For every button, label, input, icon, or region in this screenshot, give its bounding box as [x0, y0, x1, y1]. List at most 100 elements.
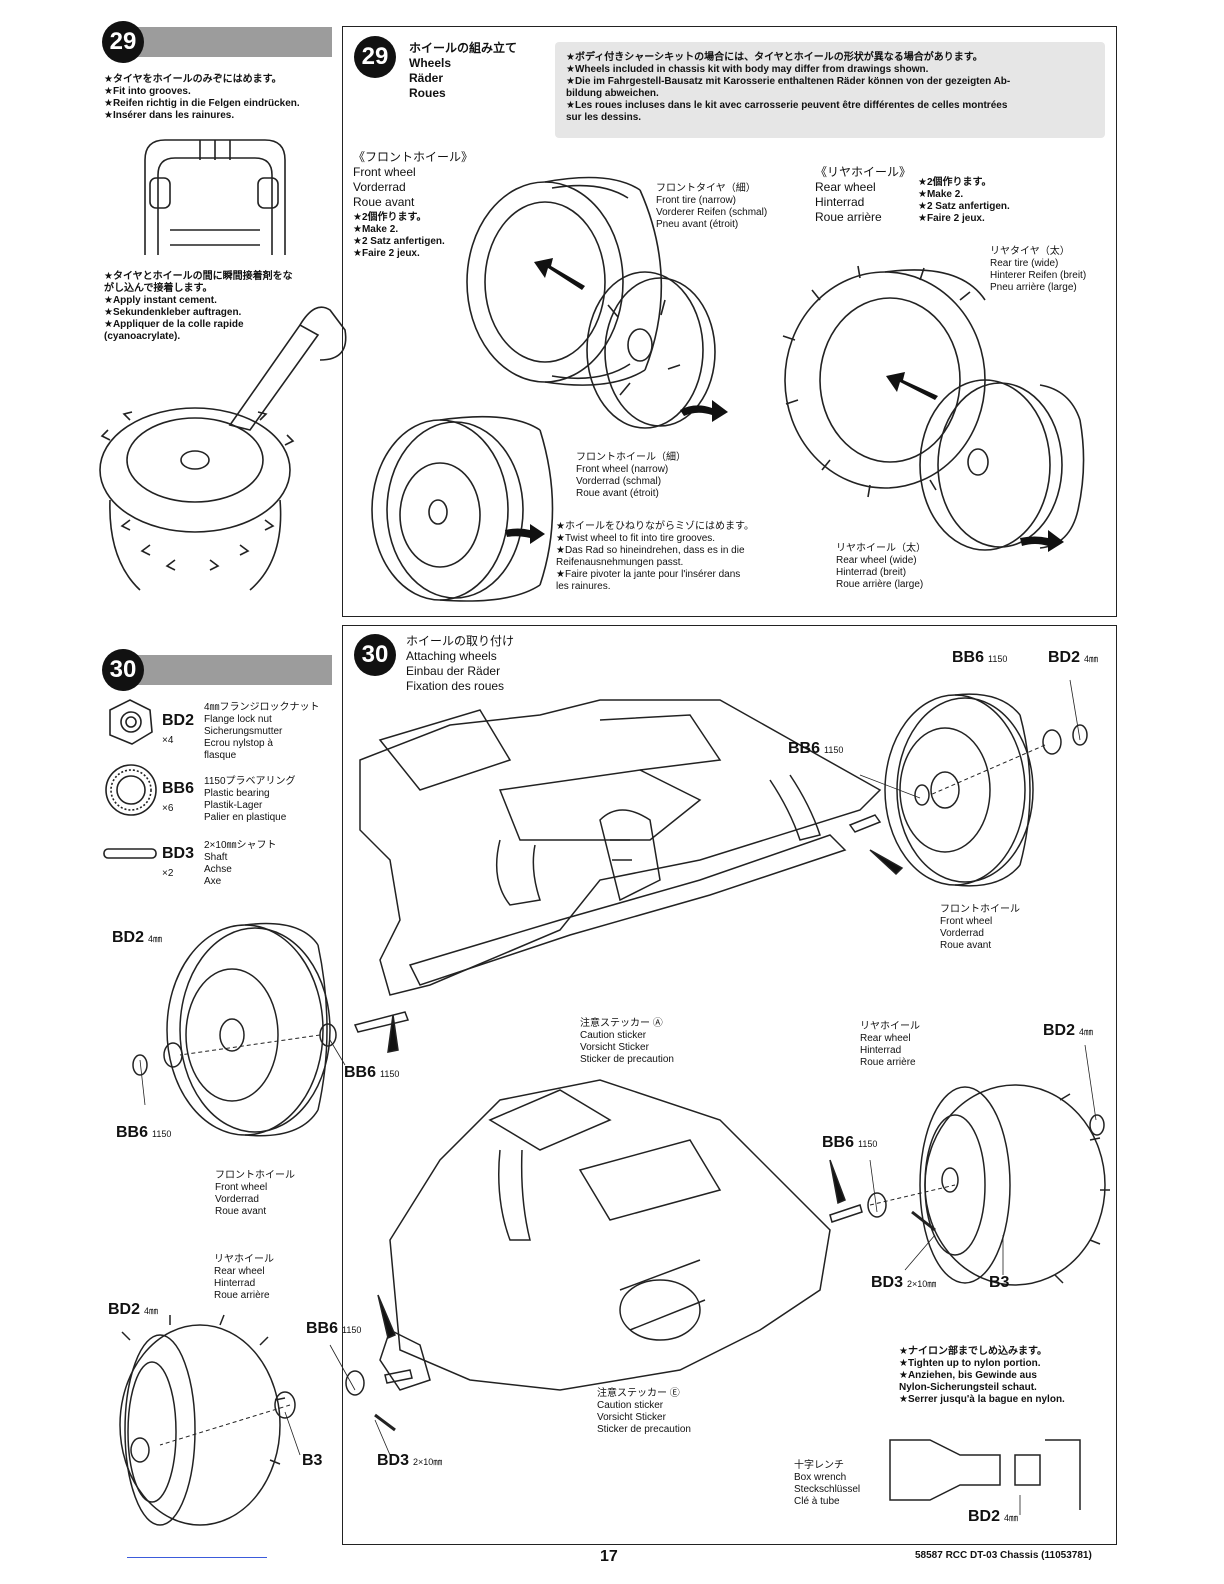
rear-tire-label: リヤタイヤ（太） Rear tire (wide) Hinterer Reife… — [990, 246, 1087, 293]
box-wrench-drawing — [889, 1439, 1081, 1510]
rear-wheel-heading: 《リヤホイール》 Rear wheel Hinterrad Roue arriè… — [815, 165, 912, 224]
part-bd2-code: BD2 ×4 — [162, 712, 194, 748]
part-qty: ×4 — [162, 735, 174, 746]
front-tire-label: フロントタイヤ（細） Front tire (narrow) Vorderer … — [656, 183, 768, 230]
front-left-wheel-drawing — [166, 922, 331, 1137]
rear-wheel-right-label: リヤホイール Rear wheel Hinterrad Roue arrière — [860, 1021, 920, 1068]
size: 1150 — [824, 745, 844, 755]
size: 4㎜ — [1079, 1027, 1094, 1037]
arrow-icon — [886, 372, 938, 400]
step-29-side-number: 29 — [102, 21, 144, 63]
rear-make-2: ★2個作ります。 ★Make 2. ★2 Satz anfertigen. ★F… — [918, 177, 1010, 224]
part-code: BD3 — [162, 845, 195, 862]
cement-instruction: ★タイヤとホイールの間に瞬間接着剤をな がし込んで接着します。 ★Apply i… — [104, 271, 293, 342]
size: 1150 — [380, 1069, 400, 1079]
part-code: BB6 — [162, 780, 195, 797]
size: 2×10㎜ — [907, 1279, 937, 1289]
size: 2×10㎜ — [413, 1457, 443, 1467]
code: BD3 — [377, 1452, 410, 1469]
code: BD2 — [968, 1508, 1001, 1525]
tire-groove-crosssection — [144, 139, 286, 255]
tighten-instruction: ★ナイロン部までしめ込みます。 ★Tighten up to nylon por… — [899, 1346, 1065, 1405]
size: 1150 — [152, 1129, 172, 1139]
bb6-bearing-icon — [105, 764, 157, 816]
bd2-nut-icon — [109, 699, 153, 745]
front-wheel-assembled-drawing — [371, 415, 554, 602]
box-wrench-label: 十字レンチ Box wrench Steckschlüssel Clé à tu… — [794, 1460, 861, 1507]
code: BD2 — [1043, 1022, 1076, 1039]
front-wheel-left-label: フロントホイール Front wheel Vorderrad Roue avan… — [215, 1170, 295, 1217]
model-footer: 58587 RCC DT-03 Chassis (11053781) — [915, 1550, 1092, 1561]
spiked-tire-glue — [99, 306, 347, 591]
twist-instruction: ★ホイールをひねりながらミゾにはめます。 ★Twist wheel to fit… — [556, 521, 754, 592]
step-30-number: 30 — [354, 634, 396, 676]
code: BB6 — [116, 1124, 149, 1141]
code: BD3 — [871, 1274, 904, 1291]
part-qty: ×2 — [162, 868, 174, 879]
part-bd3-code: BD3 ×2 — [162, 845, 194, 881]
arrow-icon — [505, 524, 545, 544]
front-chassis-drawing — [359, 699, 882, 996]
page-number: 17 — [600, 1548, 618, 1565]
rear-wheel-part-label: リヤホイール（太） Rear wheel (wide) Hinterrad (b… — [836, 543, 926, 590]
part-bd3-desc: 2×10㎜シャフト Shaft Achse Axe — [204, 840, 277, 887]
front-make-2: ★2個作ります。 ★Make 2. ★2 Satz anfertigen. ★F… — [353, 212, 445, 259]
step-30-panel — [342, 625, 1117, 1545]
code: BB6 — [344, 1064, 377, 1081]
code: BD2 — [112, 929, 145, 946]
size: 1150 — [988, 654, 1008, 664]
step-30-title: ホイールの取り付け Attaching wheels Einbau der Rä… — [406, 634, 515, 693]
step-29-note-box — [555, 42, 1105, 138]
part-bb6-code: BB6 ×6 — [162, 780, 194, 816]
arrow-icon — [1020, 530, 1064, 552]
step-29-panel — [342, 26, 1117, 617]
front-wheel-drawing — [586, 271, 716, 429]
step-30-side-bar — [108, 655, 332, 685]
label-b3-rear-left: B3 — [302, 1452, 323, 1469]
front-wheel-right-label: フロントホイール Front wheel Vorderrad Roue avan… — [940, 904, 1020, 951]
caution-sticker-a: 注意ステッカー Ⓐ Caution sticker Vorsicht Stick… — [580, 1018, 674, 1065]
size: 1150 — [342, 1325, 362, 1335]
footer-link-line — [127, 1557, 267, 1558]
rear-left-wheel-drawing — [119, 1314, 286, 1526]
caution-sticker-e: 注意ステッカー Ⓔ Caution sticker Vorsicht Stick… — [597, 1388, 691, 1435]
part-code: BD2 — [162, 712, 195, 729]
front-wheel-part-label: フロントホイール（細） Front wheel (narrow) Vorderr… — [576, 452, 686, 499]
part-bb6-desc: 1150プラベアリング Plastic bearing Plastik-Lage… — [204, 776, 296, 823]
size: 4㎜ — [1004, 1513, 1019, 1523]
step-29-number: 29 — [354, 36, 396, 78]
size: 4㎜ — [1084, 654, 1099, 664]
step-29-title: ホイールの組み立て Wheels Räder Roues — [409, 41, 518, 100]
code: BB6 — [788, 740, 821, 757]
arrow-icon — [534, 258, 585, 290]
rear-chassis-drawing — [379, 1079, 831, 1391]
size: 4㎜ — [148, 934, 163, 944]
part-qty: ×6 — [162, 803, 174, 814]
bd3-shaft-icon — [103, 848, 157, 859]
size: 4㎜ — [144, 1306, 159, 1316]
code: BB6 — [822, 1134, 855, 1151]
front-wheel-heading: 《フロントホイール》 Front wheel Vorderrad Roue av… — [353, 150, 474, 209]
code: BB6 — [952, 649, 985, 666]
step-29-note: ★ボディ付きシャーシキットの場合には、タイヤとホイールの形状が異なる場合がありま… — [566, 52, 1011, 123]
rear-right-wheel-drawing — [919, 1084, 1110, 1286]
rear-wheel-left-label: リヤホイール Rear wheel Hinterrad Roue arrière — [214, 1254, 274, 1301]
step-30-side-number: 30 — [102, 649, 144, 691]
code: BB6 — [306, 1320, 339, 1337]
size: 1150 — [858, 1139, 878, 1149]
label-b3-rear-right: B3 — [989, 1274, 1010, 1291]
code: BD2 — [108, 1301, 141, 1318]
front-right-wheel-drawing — [884, 693, 1034, 887]
